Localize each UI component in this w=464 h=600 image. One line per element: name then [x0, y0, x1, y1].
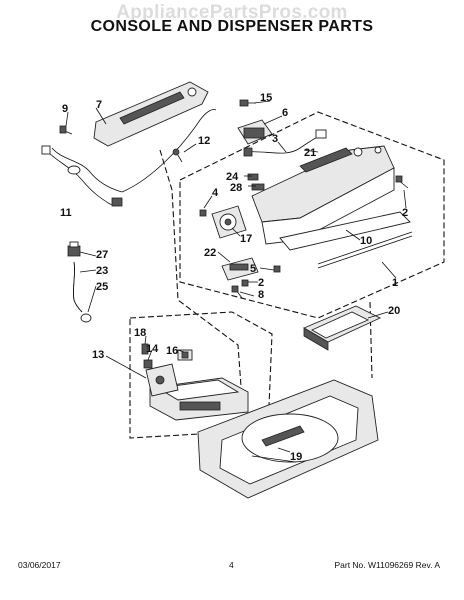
callout-18: 18: [134, 327, 146, 339]
callout-24: 24: [226, 171, 239, 183]
part-screw-2-right: [395, 175, 409, 189]
part-bracket-22: [221, 257, 259, 281]
callout-8: 8: [258, 289, 264, 301]
part-board-mount-13: [145, 363, 179, 397]
console-group-outline: [179, 111, 445, 319]
callout-23: 23: [96, 265, 108, 277]
callout-14: 14: [146, 343, 159, 355]
part-clip-24: [247, 173, 259, 181]
callout-13: 13: [92, 349, 104, 361]
leader-lines: [65, 100, 407, 453]
part-user-interface-17: [211, 205, 247, 239]
callout-25: 25: [96, 281, 108, 293]
page-title: CONSOLE AND DISPENSER PARTS: [90, 18, 374, 35]
callout-4: 4: [212, 187, 219, 199]
callout-6: 6: [282, 107, 288, 119]
part-console-trim: [93, 81, 209, 147]
callout-9: 9: [62, 103, 68, 115]
callout-16: 16: [166, 345, 178, 357]
callout-12: 12: [198, 135, 210, 147]
callout-11: 11: [60, 207, 72, 219]
callout-1: 1: [392, 277, 398, 289]
part-screw-2-center: [241, 279, 249, 287]
watermark-text: AppliancePartsPros.com: [116, 2, 348, 23]
callout-27: 27: [96, 249, 108, 261]
footer-page-number: 4: [229, 560, 234, 570]
part-console-overlay: [279, 211, 413, 269]
part-screw-9: [59, 125, 73, 135]
callout-17: 17: [240, 233, 252, 245]
part-console-housing: [251, 145, 395, 245]
part-switch-15: [239, 99, 256, 107]
part-wire-harness-3: [243, 129, 327, 157]
callout-3: 3: [272, 133, 278, 145]
part-hose-23: [73, 261, 83, 313]
footer-date: 03/06/2017: [18, 560, 61, 570]
connector-path-left: [159, 149, 243, 401]
callout-19: 19: [290, 451, 302, 463]
part-dispenser-drawer-20: [302, 305, 382, 351]
part-screw-4: [199, 209, 207, 217]
part-lid-switch-6: [237, 119, 273, 145]
part-fitting-27: [67, 241, 81, 257]
callout-15: 15: [260, 92, 272, 104]
callout-2-center: 2: [258, 277, 264, 289]
callout-10: 10: [360, 235, 372, 247]
callout-20: 20: [388, 305, 400, 317]
part-connector-16: [177, 349, 193, 361]
callout-2-right: 2: [402, 207, 408, 219]
footer-part-number: Part No. W11096269 Rev. A: [334, 560, 440, 570]
part-clip-28: [251, 183, 265, 191]
control-board-group-outline: [129, 311, 273, 439]
callout-5: 5: [250, 263, 256, 275]
callout-28: 28: [230, 182, 242, 194]
part-top-cabinet-19: [197, 379, 379, 499]
part-screw-8: [231, 285, 243, 299]
callout-21: 21: [304, 147, 316, 159]
callout-7: 7: [96, 99, 102, 111]
part-screw-12: [172, 148, 183, 163]
part-power-cord: [41, 109, 217, 207]
part-clamp-25: [80, 313, 92, 323]
part-screw-5: [273, 265, 281, 273]
callout-22: 22: [204, 247, 216, 259]
part-clip-14: [143, 359, 153, 369]
